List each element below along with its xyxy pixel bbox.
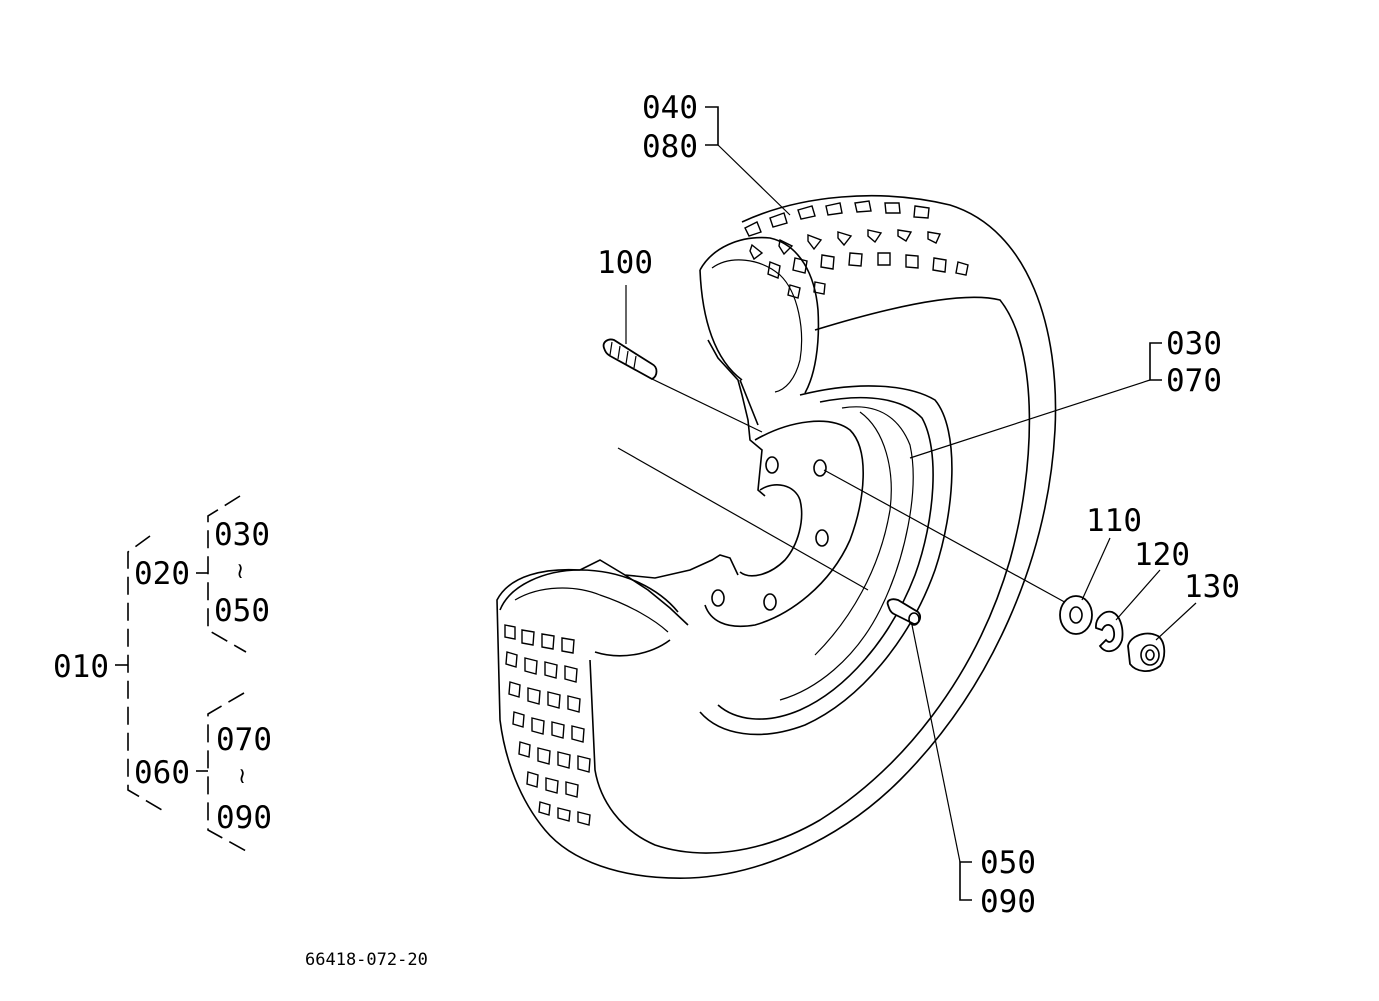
tree-root-010: 010 xyxy=(53,649,109,685)
bolt-hole xyxy=(813,459,827,477)
leader-line-valve xyxy=(911,624,961,863)
tree-range-symbol-b: ≀ xyxy=(238,764,246,789)
callout-110: 110 xyxy=(1086,503,1142,539)
leader-130 xyxy=(1155,602,1197,641)
axle-center-line xyxy=(617,447,869,591)
washer xyxy=(1059,595,1093,635)
callout-030: 030 xyxy=(1166,326,1222,362)
tree-branch-060: 060 xyxy=(134,755,190,791)
tree-branch-020: 020 xyxy=(134,556,190,592)
drawing-code: 66418-072-20 xyxy=(305,950,428,970)
tree-item-090: 090 xyxy=(216,800,272,836)
tree-range-symbol-a: ≀ xyxy=(236,559,244,584)
leader-050-090 xyxy=(959,861,972,901)
wheel-stud xyxy=(602,338,658,381)
bolt-hole xyxy=(765,456,779,474)
callout-080: 080 xyxy=(642,129,698,165)
leader-110 xyxy=(1081,537,1111,601)
tree-bracket-020 xyxy=(207,495,247,653)
tread-pattern-upper xyxy=(744,200,969,299)
leader-120 xyxy=(1115,569,1161,621)
callout-050: 050 xyxy=(980,845,1036,881)
valve-stem xyxy=(886,598,921,626)
nut xyxy=(1127,632,1166,672)
callout-130: 130 xyxy=(1184,569,1240,605)
bolt-hole xyxy=(763,593,777,611)
callout-100: 100 xyxy=(597,245,653,281)
callout-040: 040 xyxy=(642,90,698,126)
bolt-hole xyxy=(815,529,829,547)
tree-item-050: 050 xyxy=(214,593,270,629)
callout-120: 120 xyxy=(1134,537,1190,573)
tire xyxy=(496,195,1057,879)
callout-090: 090 xyxy=(980,884,1036,920)
spring-washer xyxy=(1095,610,1124,653)
leader-line-rim xyxy=(909,379,1151,459)
bolt-hole xyxy=(711,589,725,607)
leader-040-080 xyxy=(705,106,719,146)
rim xyxy=(579,339,953,736)
tree-bracket-main xyxy=(127,535,163,811)
tree-item-070: 070 xyxy=(216,722,272,758)
tread-pattern-lower xyxy=(504,624,591,826)
leader-line-tire xyxy=(717,144,791,216)
callout-070: 070 xyxy=(1166,363,1222,399)
bolt-axis-line xyxy=(823,469,1071,606)
parts-tree: 010 020 030 ≀ 050 060 070 ≀ 090 xyxy=(53,495,272,853)
leader-030-070 xyxy=(1149,342,1162,381)
stud-leader xyxy=(649,377,763,433)
tree-item-030: 030 xyxy=(214,517,270,553)
